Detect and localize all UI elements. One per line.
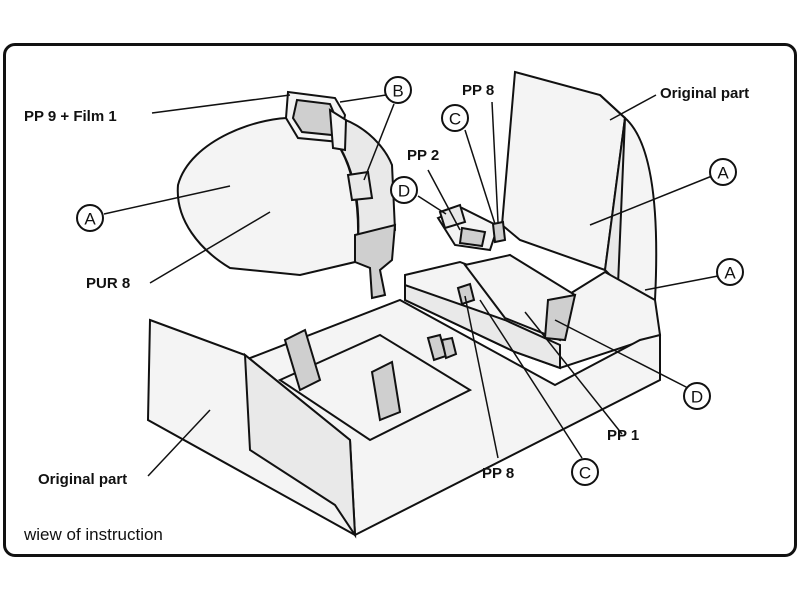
pur8-part <box>176 113 397 300</box>
callout-c-bottom: C <box>571 458 599 486</box>
leader-lines <box>103 94 719 477</box>
label-pur8: PUR 8 <box>86 275 130 292</box>
base-ribs <box>283 328 458 422</box>
label-pp9-film1: PP 9 + Film 1 <box>24 108 117 125</box>
svg-text:C: C <box>449 110 461 129</box>
label-pp8-bottom: PP 8 <box>482 465 514 482</box>
label-pp2: PP 2 <box>407 147 439 164</box>
callout-a-right-top: A <box>709 158 737 186</box>
svg-text:A: A <box>84 210 96 229</box>
label-original-part-top: Original part <box>660 85 749 102</box>
callout-c-top: C <box>441 104 469 132</box>
callout-b: B <box>384 76 412 104</box>
callout-a-right-mid: A <box>716 258 744 286</box>
callout-a-left: A <box>76 204 104 232</box>
pp8-rod <box>456 220 507 306</box>
callout-d-bottom: D <box>683 382 711 410</box>
svg-text:A: A <box>717 164 729 183</box>
label-pp8-top: PP 8 <box>462 82 494 99</box>
b-part <box>346 170 374 202</box>
svg-text:A: A <box>724 264 736 283</box>
seat-cushion-pp1 <box>463 253 577 342</box>
label-original-part-bottom: Original part <box>38 471 127 488</box>
callout-d-top: D <box>390 176 418 204</box>
label-pp1: PP 1 <box>607 427 639 444</box>
svg-text:D: D <box>691 388 703 407</box>
svg-text:D: D <box>398 182 410 201</box>
pp9-film1-part <box>284 90 348 152</box>
svg-text:C: C <box>579 464 591 483</box>
caption: wiew of instruction <box>23 525 163 544</box>
svg-text:B: B <box>392 82 403 101</box>
